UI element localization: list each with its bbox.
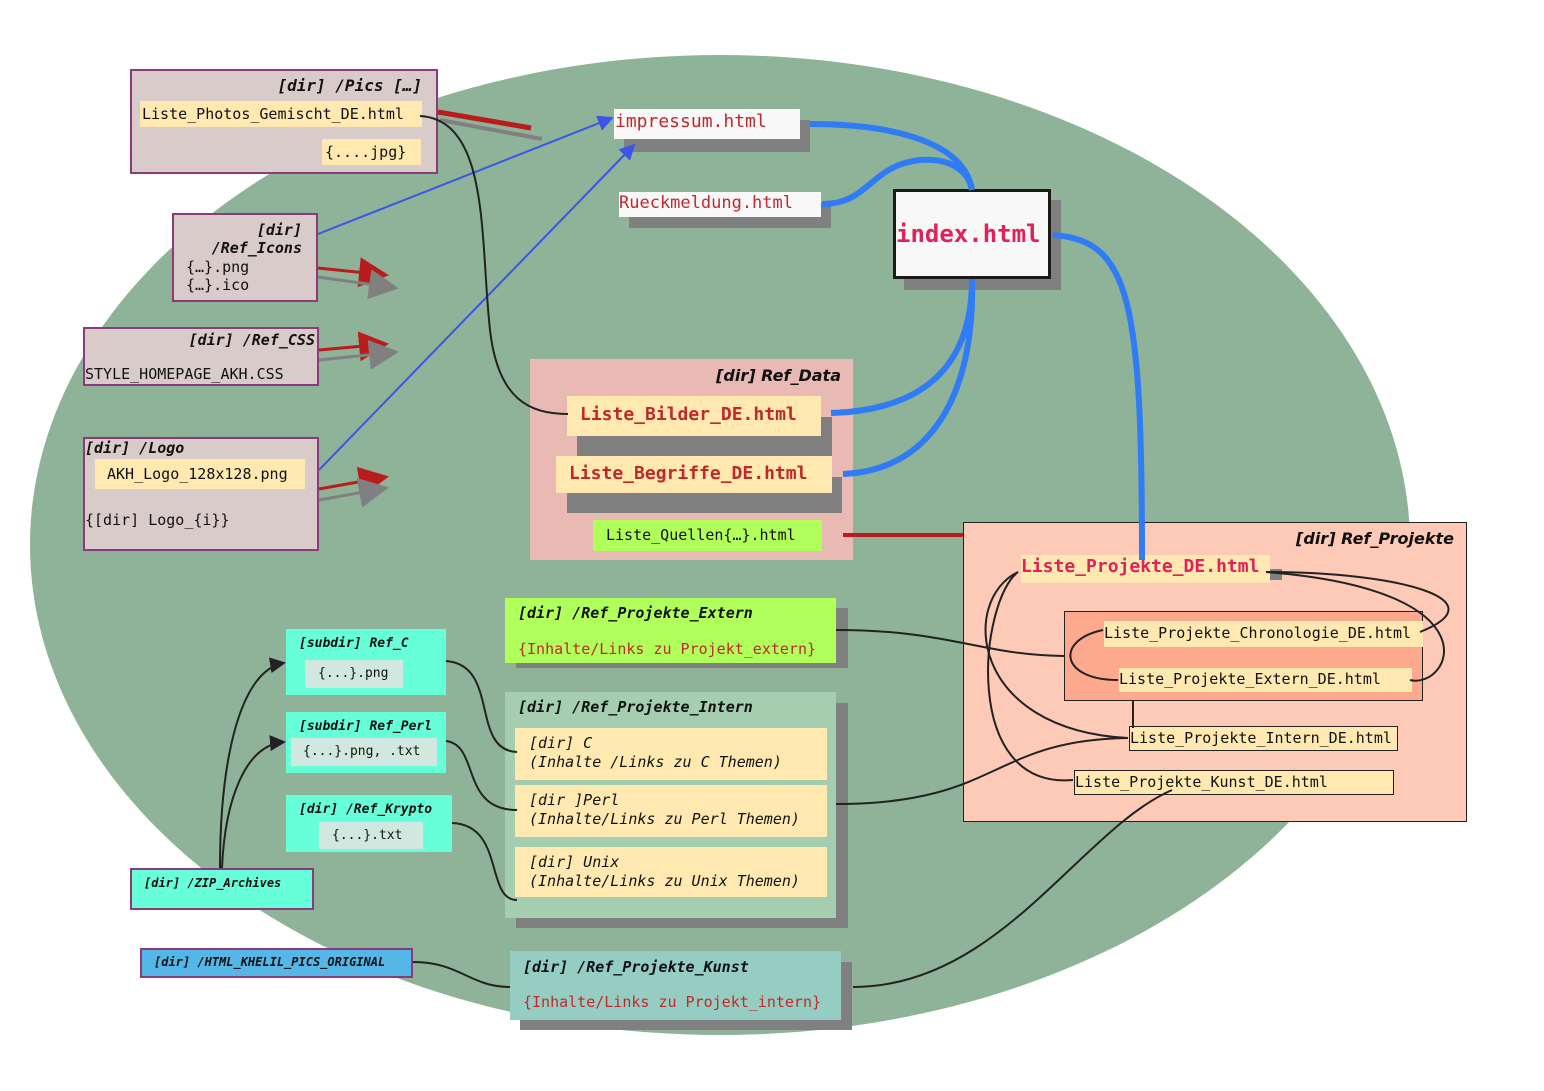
dir-ref-data[interactable]: [dir] Ref_Data Liste_Bilder_DE.html List…: [530, 359, 853, 560]
dir-ref-c[interactable]: [subdir] Ref_C {...}.png: [286, 629, 446, 695]
file-ref-perl[interactable]: {...}.png, .txt: [291, 738, 437, 766]
dir-logo-title: [dir] /Logo: [85, 439, 185, 457]
dir-pics-title: [dir] /Pics […]: [277, 76, 423, 95]
file-projekte-chronologie[interactable]: Liste_Projekte_Chronologie_DE.html: [1104, 621, 1423, 647]
file-projekte-kunst[interactable]: Liste_Projekte_Kunst_DE.html: [1074, 770, 1394, 795]
dir-ref-krypto[interactable]: [dir] /Ref_Krypto {...}.txt: [286, 795, 452, 852]
file-impressum-label: impressum.html: [615, 111, 767, 132]
file-liste-bilder[interactable]: Liste_Bilder_DE.html: [567, 396, 821, 436]
file-liste-begriffe[interactable]: Liste_Begriffe_DE.html: [556, 456, 832, 493]
proj-kunst-content: {Inhalte/Links zu Projekt_intern}: [523, 993, 822, 1011]
dir-ref-icons-title2: /Ref_Icons: [211, 239, 302, 257]
file-akh-logo[interactable]: AKH_Logo_128x128.png: [95, 459, 305, 489]
dir-ref-projekte-extern[interactable]: [dir] /Ref_Projekte_Extern {Inhalte/Link…: [505, 598, 836, 663]
file-impressum[interactable]: impressum.html: [614, 109, 800, 139]
dir-ref-projekte-kunst-title: [dir] /Ref_Projekte_Kunst: [523, 958, 749, 976]
dir-ref-projekte-intern-title: [dir] /Ref_Projekte_Intern: [518, 698, 753, 716]
dir-ref-css[interactable]: [dir] /Ref_CSS STYLE_HOMEPAGE_AKH.CSS: [83, 327, 319, 386]
file-projekte-extern[interactable]: Liste_Projekte_Extern_DE.html: [1119, 668, 1412, 692]
file-liste-quellen[interactable]: Liste_Quellen{…}.html: [593, 520, 822, 551]
intern-item-perl[interactable]: [dir ]Perl (Inhalte/Links zu Perl Themen…: [515, 785, 827, 837]
dir-ref-icons-title1: [dir]: [256, 221, 302, 239]
intern-item-perl-title: [dir ]Perl: [529, 791, 620, 809]
dir-ref-perl[interactable]: [subdir] Ref_Perl {...}.png, .txt: [286, 712, 446, 773]
dir-ref-projekte-intern[interactable]: [dir] /Ref_Projekte_Intern [dir] C (Inha…: [505, 692, 836, 918]
file-liste-projekte[interactable]: Liste_Projekte_DE.html: [1021, 555, 1270, 583]
intern-item-unix-title: [dir] Unix: [529, 853, 620, 871]
dir-ref-icons[interactable]: [dir] /Ref_Icons {…}.png {…}.ico: [172, 213, 318, 302]
intern-item-c[interactable]: [dir] C (Inhalte /Links zu C Themen): [515, 728, 827, 780]
dir-html-khelil[interactable]: [dir] /HTML_KHELIL_PICS_ORIGINAL: [140, 948, 413, 978]
file-ref-c-png[interactable]: {...}.png: [305, 660, 403, 688]
dir-ref-perl-title: [subdir] Ref_Perl: [299, 719, 433, 734]
dir-ref-projekte-extern-title: [dir] /Ref_Projekte_Extern: [518, 604, 753, 622]
dir-ref-data-title: [dir] Ref_Data: [716, 366, 841, 385]
file-index[interactable]: index.html: [893, 189, 1051, 279]
dir-ref-projekte-kunst[interactable]: [dir] /Ref_Projekte_Kunst {Inhalte/Links…: [510, 951, 841, 1020]
dir-ref-projekte-title: [dir] Ref_Projekte: [1296, 529, 1454, 548]
dir-zip-archives[interactable]: [dir] /ZIP_Archives: [130, 868, 314, 910]
intern-item-unix[interactable]: [dir] Unix (Inhalte/Links zu Unix Themen…: [515, 847, 827, 897]
file-jpg[interactable]: {....jpg}: [322, 139, 421, 165]
file-ref-krypto[interactable]: {...}.txt: [319, 822, 423, 849]
intern-item-perl-desc: (Inhalte/Links zu Perl Themen): [529, 810, 800, 828]
intern-item-unix-desc: (Inhalte/Links zu Unix Themen): [529, 872, 800, 890]
file-rueckmeldung-label: Rueckmeldung.html: [619, 193, 793, 213]
dir-ref-krypto-title: [dir] /Ref_Krypto: [299, 802, 433, 817]
file-ico[interactable]: {…}.ico: [186, 276, 250, 294]
dir-pics[interactable]: [dir] /Pics […] Liste_Photos_Gemischt_DE…: [130, 69, 438, 174]
file-index-label: index.html: [896, 220, 1041, 248]
file-liste-photos[interactable]: Liste_Photos_Gemischt_DE.html: [140, 101, 422, 127]
intern-item-c-desc: (Inhalte /Links zu C Themen): [529, 753, 782, 771]
file-style-css[interactable]: STYLE_HOMEPAGE_AKH.CSS: [85, 365, 284, 383]
projekte-subgroup: Liste_Projekte_Chronologie_DE.html Liste…: [1064, 611, 1423, 701]
dir-logo-sub[interactable]: {[dir] Logo_{i}}: [85, 511, 230, 529]
dir-logo[interactable]: [dir] /Logo AKH_Logo_128x128.png {[dir] …: [83, 437, 319, 551]
dir-ref-css-title: [dir] /Ref_CSS: [188, 331, 315, 349]
dir-zip-title: [dir] /ZIP_Archives: [144, 876, 282, 890]
dir-ref-c-title: [subdir] Ref_C: [299, 636, 409, 651]
intern-item-c-title: [dir] C: [529, 734, 593, 752]
dir-khelil-title: [dir] /HTML_KHELIL_PICS_ORIGINAL: [154, 955, 386, 969]
file-png[interactable]: {…}.png: [186, 258, 250, 276]
file-rueckmeldung[interactable]: Rueckmeldung.html: [619, 192, 821, 217]
dir-ref-projekte[interactable]: [dir] Ref_Projekte Liste_Projekte_DE.htm…: [963, 522, 1467, 822]
proj-extern-content: {Inhalte/Links zu Projekt_extern}: [518, 640, 817, 658]
file-projekte-intern[interactable]: Liste_Projekte_Intern_DE.html: [1129, 726, 1398, 751]
